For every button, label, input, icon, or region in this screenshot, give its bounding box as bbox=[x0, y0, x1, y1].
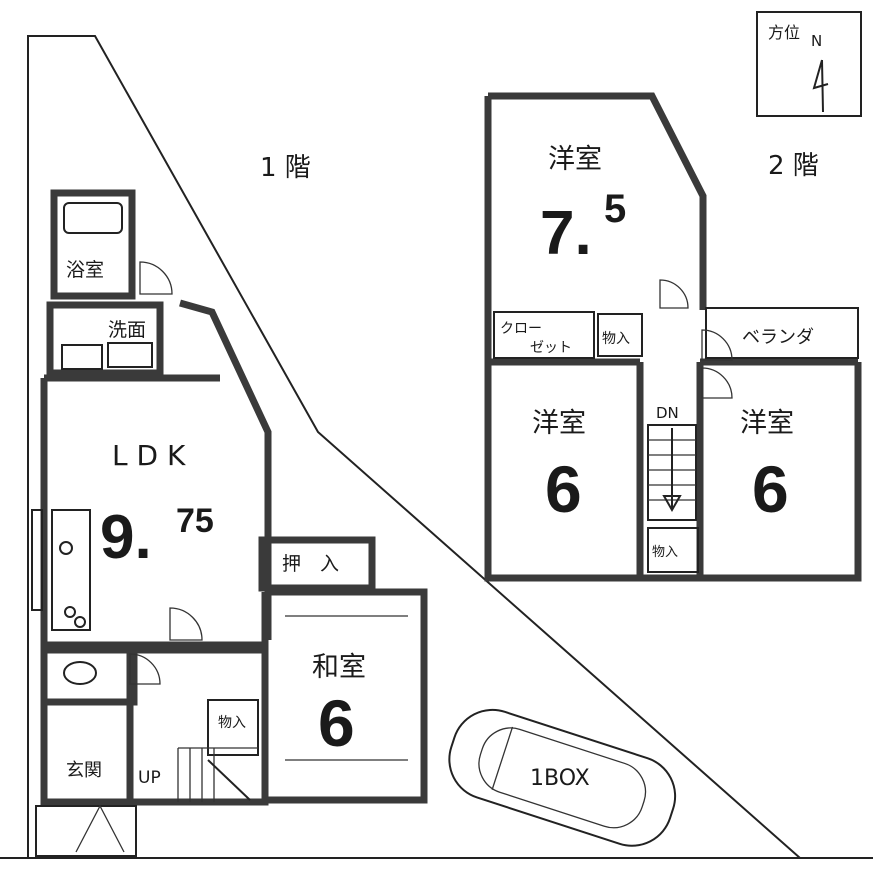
kitchen-counter-icon bbox=[51, 509, 91, 631]
storage-top-label: 物入 bbox=[602, 331, 630, 347]
closet-label-1: クロー bbox=[500, 321, 542, 337]
washitsu-size: 6 bbox=[318, 686, 355, 760]
oshiire-label: 押 入 bbox=[282, 553, 339, 575]
bath-label: 浴室 bbox=[66, 259, 104, 281]
sink-icon bbox=[107, 342, 153, 368]
porch-tiles bbox=[35, 805, 137, 857]
entrance-label: 玄関 bbox=[66, 760, 102, 781]
youshitsu-north-size-sub: 5 bbox=[604, 187, 626, 231]
youshitsu-north-size: 7. bbox=[540, 199, 592, 268]
veranda-label: ベランダ bbox=[742, 327, 814, 348]
washing-machine-icon bbox=[61, 344, 103, 370]
youshitsu-left-size: 6 bbox=[545, 452, 582, 526]
youshitsu-right-size: 6 bbox=[752, 452, 789, 526]
ldk-size-sub: 75 bbox=[176, 502, 214, 540]
ldk-label: L D K bbox=[112, 439, 186, 472]
stairs-up-icon bbox=[177, 747, 258, 802]
car-icon bbox=[448, 708, 677, 847]
youshitsu-north-label: 洋室 bbox=[548, 144, 602, 175]
closet-label-2: ゼット bbox=[530, 340, 572, 356]
bathtub-icon bbox=[63, 202, 123, 234]
floor2-plan bbox=[484, 92, 862, 582]
youshitsu-left-label: 洋室 bbox=[532, 408, 586, 439]
washitsu-label: 和室 bbox=[312, 652, 366, 683]
car-label: 1BOX bbox=[530, 766, 590, 791]
toilet-icon bbox=[63, 661, 97, 685]
compass-label: 方位 bbox=[768, 23, 800, 42]
washroom-label: 洗面 bbox=[108, 319, 146, 341]
compass-box: 方位 N bbox=[756, 11, 862, 117]
floor1-plan bbox=[31, 189, 428, 857]
floor1-closet-label: 物入 bbox=[218, 715, 246, 731]
floor1-title: 1 階 bbox=[260, 153, 311, 183]
stairs-down-icon bbox=[647, 424, 697, 521]
stove-icon bbox=[64, 606, 76, 618]
compass-north: N bbox=[811, 32, 822, 50]
storage-bottom-label: 物入 bbox=[652, 545, 678, 560]
stairs-up-label: UP bbox=[138, 768, 161, 788]
lot-boundary bbox=[0, 35, 873, 859]
north-arrow-icon bbox=[812, 59, 829, 113]
youshitsu-right-label: 洋室 bbox=[740, 408, 794, 439]
stairs-down-label: DN bbox=[656, 404, 679, 422]
floor2-title: 2 階 bbox=[768, 151, 819, 181]
ldk-size-main: 9. bbox=[100, 503, 152, 572]
